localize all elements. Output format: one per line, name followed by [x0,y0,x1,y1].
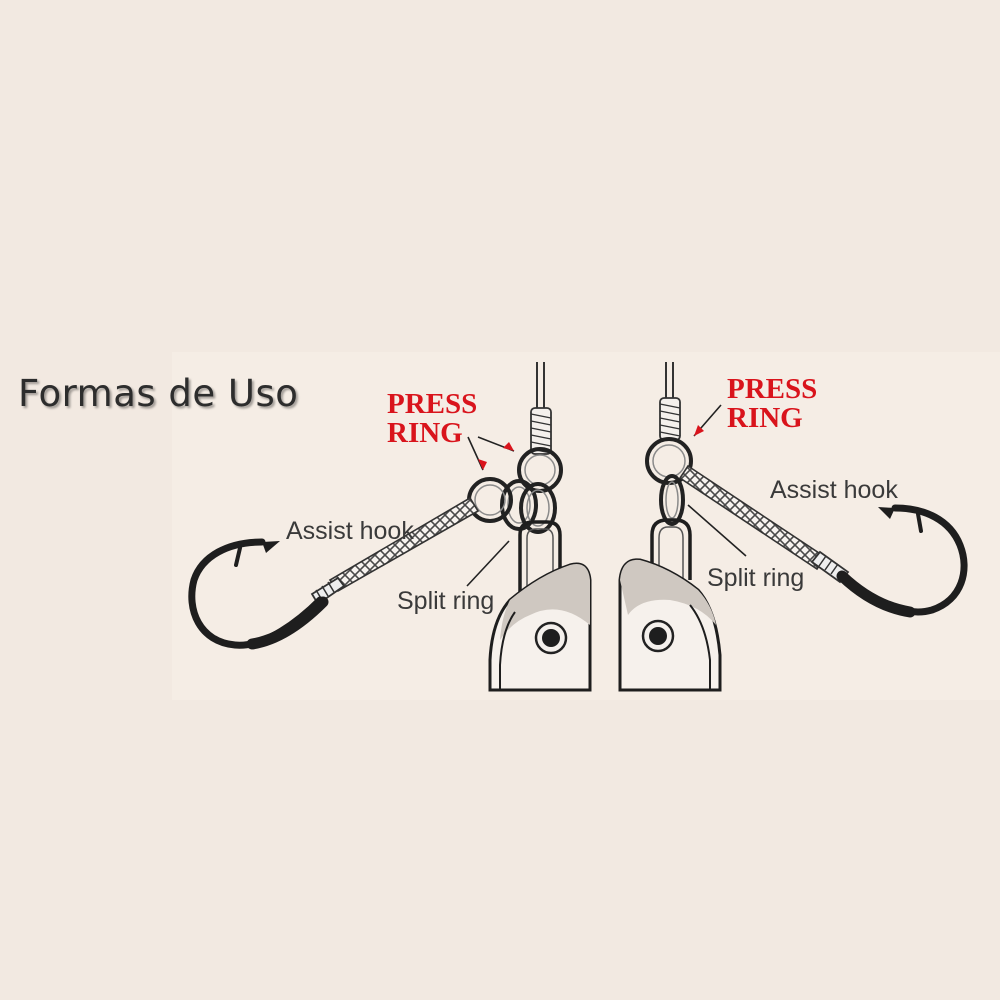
right-illustration: PRESS RING Assist hook Split ring [618,362,968,692]
assist-hook-label: Assist hook [286,517,414,545]
pointer-lines [466,436,515,587]
press-ring-label-line1: PRESS [387,388,477,420]
press-ring-label-line2: RING [387,417,463,449]
split-ring-icon [659,474,685,526]
leader-line-icon [530,362,552,455]
jig-lure-icon [618,518,722,692]
jig-lure-icon [488,520,592,692]
press-ring-label-line1: PRESS [727,373,817,405]
page-title: Formas de Uso [18,372,299,415]
split-ring-icon [500,479,557,534]
assist-hook-icon [188,538,329,650]
split-ring-label: Split ring [397,587,494,615]
leader-line-icon [659,362,681,441]
split-ring-label: Split ring [707,564,804,592]
assist-hook-icon [836,504,968,618]
press-ring-label-line2: RING [727,402,803,434]
press-ring-icon [467,477,513,523]
assist-hook-label: Assist hook [770,476,898,504]
left-illustration: PRESS RING Assist hook Split ring [188,362,592,692]
pointer-lines [687,404,747,557]
